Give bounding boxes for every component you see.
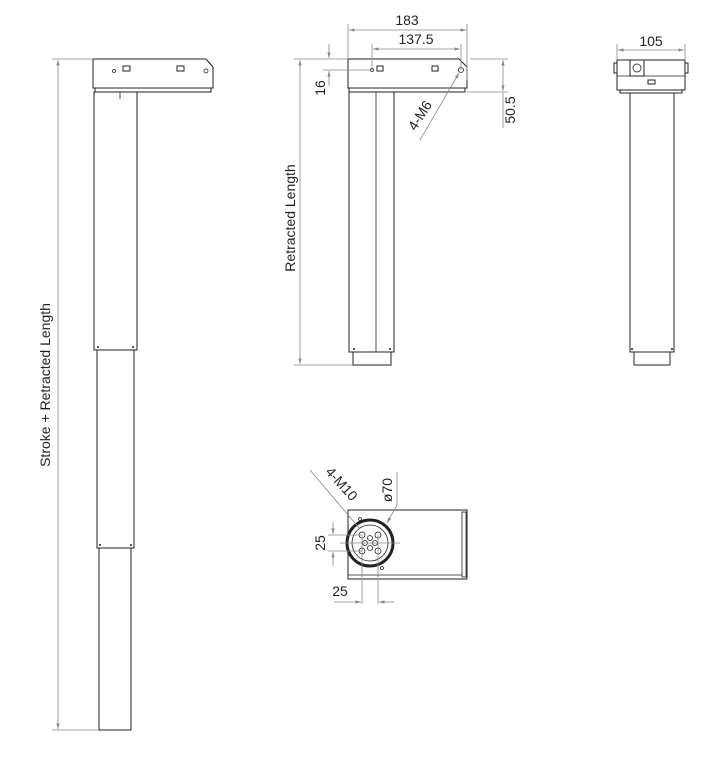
dim-16: 16: [312, 80, 328, 96]
dim-137-5: 137.5: [398, 31, 433, 47]
spacing-25-horizontal: 25: [332, 583, 348, 599]
total-length-label: Stroke + Retracted Length: [37, 303, 53, 467]
diameter-70-label: ø70: [379, 478, 395, 502]
extended-side-view: Stroke + Retracted Length: [37, 58, 214, 731]
dim-105: 105: [639, 33, 663, 49]
spacing-25-vertical: 25: [312, 535, 328, 551]
retracted-length-label: Retracted Length: [282, 164, 298, 271]
front-view: 105: [613, 33, 689, 366]
thread-m6-label: 4-M6: [405, 97, 436, 133]
thread-m10-label: 4-M10: [322, 464, 361, 504]
dim-50-5: 50.5: [502, 96, 518, 123]
retracted-side-view: Retracted Length 183 137.5 16 50.5 4-M6: [282, 12, 518, 366]
bottom-view: 25 25 4-M10 ø70: [309, 464, 468, 604]
dim-183: 183: [395, 12, 419, 28]
